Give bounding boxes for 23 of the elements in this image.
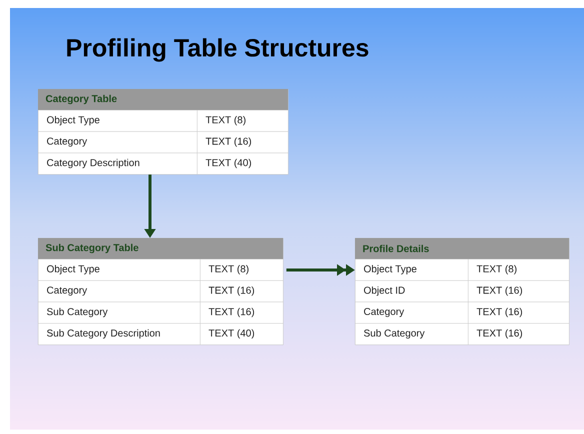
table-cell: Object Type — [355, 259, 468, 281]
table-cell: TEXT (8) — [200, 259, 284, 281]
table-cell: TEXT (16) — [468, 323, 570, 345]
table-cell: Category — [38, 131, 198, 154]
table-cell: Object ID — [355, 280, 468, 302]
title: Profiling Table Structures — [67, 38, 368, 62]
table-cell: TEXT (16) — [468, 280, 570, 302]
table-cell: Object Type — [38, 259, 200, 281]
table-cell: Sub Category Description — [38, 323, 200, 345]
table-cell: Sub Category — [355, 323, 468, 345]
table-cell: TEXT (40) — [197, 152, 288, 175]
table-cell: TEXT (40) — [200, 323, 284, 345]
table-cell: TEXT (16) — [468, 302, 570, 324]
table-cell: Category — [38, 280, 200, 302]
table-cell: TEXT (16) — [200, 280, 284, 302]
table-cell: TEXT (8) — [197, 110, 288, 132]
table-cell: TEXT (16) — [200, 302, 284, 324]
table-cell: TEXT (8) — [468, 259, 570, 281]
table-cell: Object Type — [38, 110, 198, 132]
table-cell: Sub Category — [38, 302, 200, 324]
table-cell: TEXT (16) — [197, 131, 288, 154]
table-cell: Category — [355, 302, 468, 324]
table-cell: Category Description — [38, 152, 198, 175]
